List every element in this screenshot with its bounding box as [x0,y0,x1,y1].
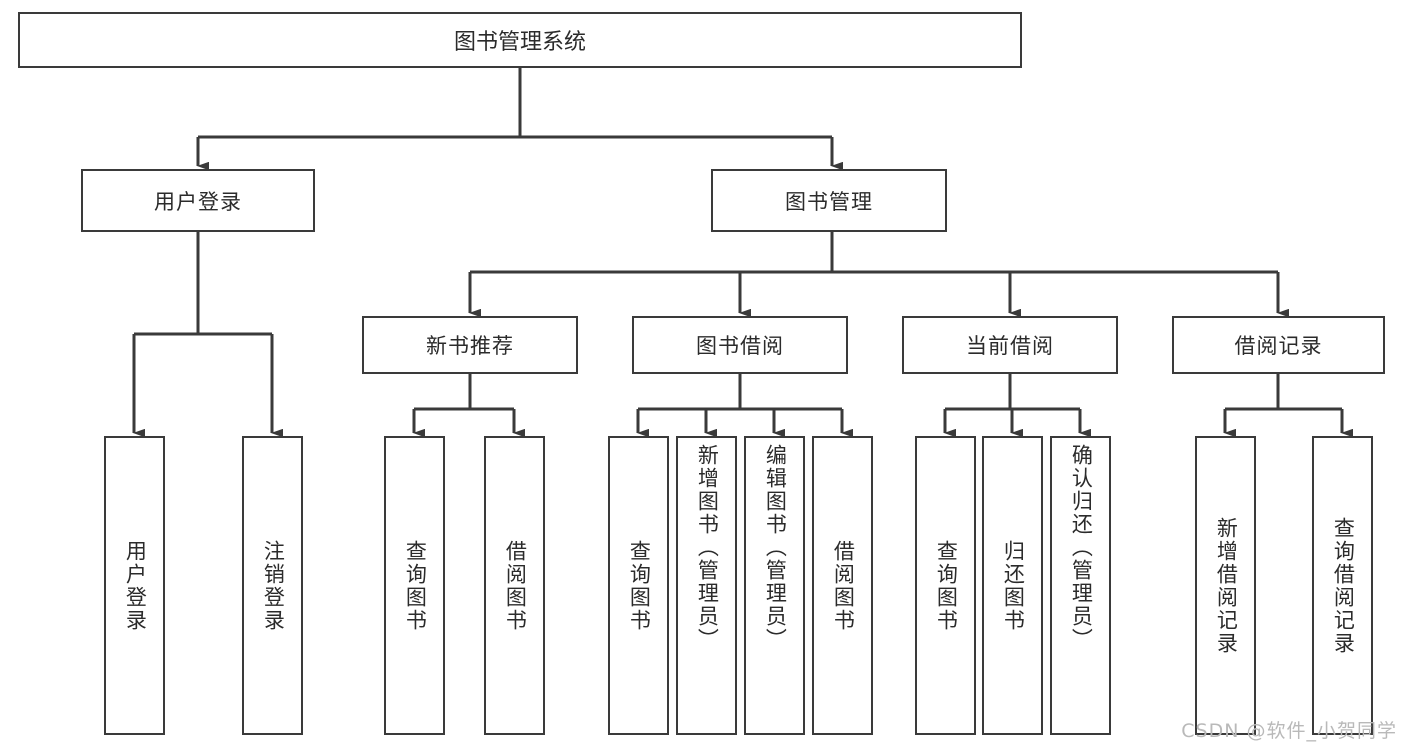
node-label: 图书管理 [785,189,873,214]
node-leaf-edit-book[interactable]: 编辑图书（管理员） [744,436,805,735]
node-label: 注销登录 [261,539,286,632]
node-leaf-query-book-3[interactable]: 查询图书 [915,436,976,735]
node-label: 查询图书 [403,539,428,632]
node-leaf-confirm-return[interactable]: 确认归还（管理员） [1050,436,1111,735]
node-leaf-query-record[interactable]: 查询借阅记录 [1312,436,1373,735]
node-book-manage[interactable]: 图书管理 [711,169,947,232]
node-label: 图书借阅 [696,334,784,358]
node-label: 新增借阅记录 [1214,516,1239,655]
node-leaf-query-book-1[interactable]: 查询图书 [384,436,445,735]
edges [132,68,1353,438]
node-label: 新书推荐 [426,334,514,358]
node-user-login[interactable]: 用户登录 [81,169,315,232]
node-label: 查询图书 [934,539,959,632]
node-label: 借阅图书 [831,539,856,632]
node-label: 借阅图书 [503,539,528,632]
node-label: 用户登录 [154,189,242,214]
node-book-management-system[interactable]: 图书管理系统 [18,12,1022,68]
node-leaf-query-book-2[interactable]: 查询图书 [608,436,669,735]
node-label: 当前借阅 [966,334,1054,358]
node-label: 用户登录 [123,539,148,632]
node-leaf-borrow-book-1[interactable]: 借阅图书 [484,436,545,735]
node-label: 查询图书 [627,539,652,632]
node-leaf-user-login[interactable]: 用户登录 [104,436,165,735]
node-label: 归还图书 [1001,539,1026,632]
node-label: 图书管理系统 [453,30,586,55]
node-leaf-borrow-book-2[interactable]: 借阅图书 [812,436,873,735]
node-label: 编辑图书（管理员） [763,444,788,651]
node-label: 新增图书（管理员） [695,444,720,651]
node-leaf-add-record[interactable]: 新增借阅记录 [1195,436,1256,735]
node-leaf-logout[interactable]: 注销登录 [242,436,303,735]
node-new-book-rec[interactable]: 新书推荐 [362,316,578,374]
node-borrow-record[interactable]: 借阅记录 [1172,316,1385,374]
node-current-borrow[interactable]: 当前借阅 [902,316,1118,374]
watermark: CSDN @软件_小贺同学 [1181,720,1397,742]
node-leaf-return-book[interactable]: 归还图书 [982,436,1043,735]
node-label: 借阅记录 [1234,334,1323,358]
node-leaf-add-book[interactable]: 新增图书（管理员） [676,436,737,735]
node-label: 确认归还（管理员） [1069,444,1094,651]
node-label: 查询借阅记录 [1331,516,1356,655]
node-book-borrow[interactable]: 图书借阅 [632,316,848,374]
